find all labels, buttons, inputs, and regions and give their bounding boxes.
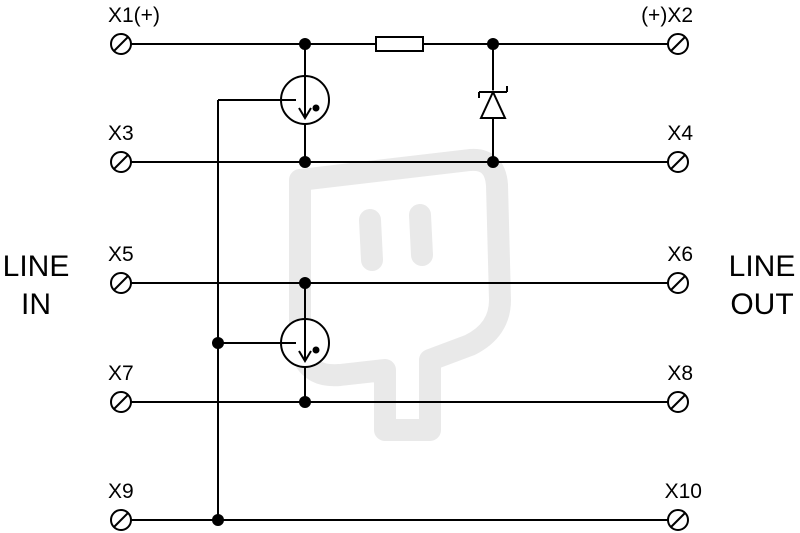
label-x10: X10 — [665, 480, 702, 503]
label-x2: (+)X2 — [641, 4, 693, 27]
label-x9: X9 — [108, 480, 134, 503]
line-out-label-top: LINE — [729, 250, 796, 283]
terminal-x5 — [110, 272, 132, 294]
label-x8: X8 — [667, 362, 693, 385]
junction-dots — [212, 38, 499, 526]
label-x1: X1(+) — [108, 4, 160, 27]
line-in-label-bottom: IN — [21, 288, 51, 321]
terminal-x10 — [667, 509, 689, 531]
terminal-x4 — [667, 151, 689, 173]
label-x3: X3 — [108, 122, 134, 145]
terminal-x6 — [667, 272, 689, 294]
surge-arrester-upper — [280, 75, 330, 125]
terminal-x2 — [667, 33, 689, 55]
label-x4: X4 — [667, 122, 693, 145]
terminal-x8 — [667, 391, 689, 413]
label-x7: X7 — [108, 362, 134, 385]
label-x6: X6 — [667, 243, 693, 266]
watermark-logo — [289, 148, 511, 441]
line-out-label-bottom: OUT — [730, 288, 793, 321]
terminal-x9 — [110, 509, 132, 531]
line-in-label-top: LINE — [3, 250, 70, 283]
resistor-symbol — [375, 36, 424, 52]
wiring — [131, 36, 668, 521]
label-x5: X5 — [108, 243, 134, 266]
terminal-x7 — [110, 391, 132, 413]
terminal-x3 — [110, 151, 132, 173]
surge-arrester-lower — [280, 318, 330, 368]
terminal-x1 — [110, 33, 132, 55]
zener-diode-symbol — [478, 86, 508, 119]
